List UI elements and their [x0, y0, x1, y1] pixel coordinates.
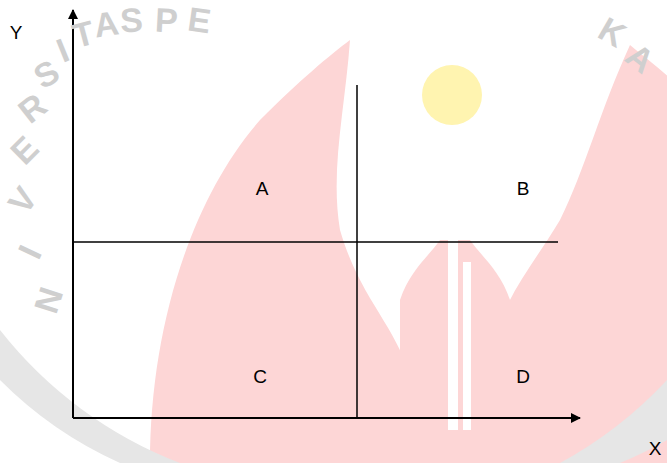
watermark-letter: I	[13, 241, 48, 264]
vertical-divider	[356, 85, 358, 418]
watermark-logo	[0, 40, 667, 463]
quadrant-label: D	[516, 367, 530, 386]
y-axis	[72, 10, 74, 418]
watermark-letter: E	[185, 2, 212, 39]
watermark-letter: P	[154, 2, 178, 37]
axis-label: X	[649, 439, 662, 458]
quadrant-label: B	[517, 179, 530, 198]
horizontal-divider	[73, 241, 558, 243]
quadrant-label: A	[256, 179, 269, 198]
watermark-letter: E	[4, 130, 44, 170]
quadrant-label: C	[253, 367, 267, 386]
x-axis	[73, 417, 580, 419]
watermark-letter: N	[28, 283, 68, 317]
axis-label: Y	[10, 23, 23, 42]
watermark-letter: A	[91, 5, 120, 42]
watermark-letter: V	[2, 181, 43, 219]
watermark-letter: S	[119, 2, 143, 37]
watermark-letter: K	[593, 11, 631, 53]
watermark-letter: I	[52, 32, 74, 67]
